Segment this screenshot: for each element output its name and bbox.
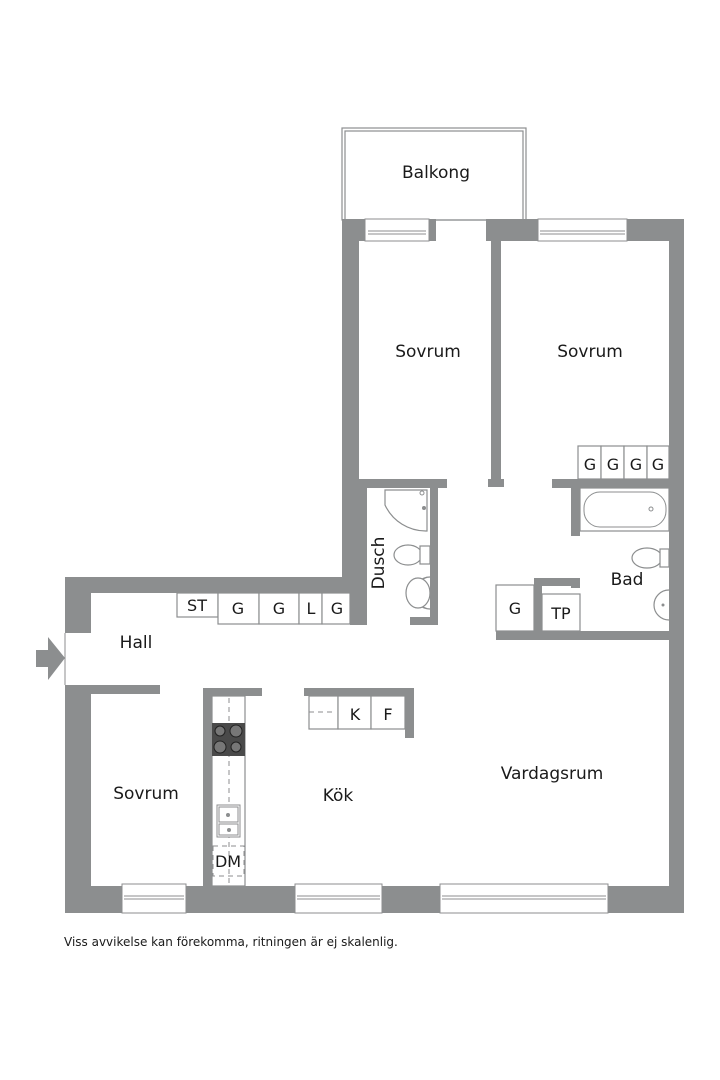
wardrobe-label: G (652, 455, 664, 474)
room-label-dusch: Dusch (369, 537, 389, 590)
bathtub-icon (579, 487, 670, 532)
kitchen-units (308, 695, 406, 730)
room-label-sovrum-1: Sovrum (395, 342, 461, 362)
hall-storage-label: G (273, 599, 285, 618)
wardrobe-label: G (607, 455, 619, 474)
windows (121, 218, 628, 914)
room-label-balkong: Balkong (402, 163, 470, 183)
bad-toilet-icon (631, 547, 670, 569)
room-label-sovrum-2: Sovrum (557, 342, 623, 362)
hall-storage-label: G (331, 599, 343, 618)
hall-storage-label: L (307, 599, 316, 618)
kitchen-unit-label: K (350, 705, 361, 724)
bad-sink-icon (653, 589, 670, 621)
bad-storage-label: G (509, 599, 521, 618)
bad-storage-label: TP (550, 604, 571, 623)
dusch-sink-icon (405, 576, 431, 610)
hall-storage (176, 592, 351, 625)
kitchen-sink-icon (216, 804, 241, 838)
disclaimer-note: Viss avvikelse kan förekomma, ritningen … (64, 935, 398, 949)
hall-storage-label: ST (187, 596, 207, 615)
room-label-kok: Kök (323, 786, 354, 806)
room-label-hall: Hall (120, 633, 153, 653)
wardrobe-label: G (630, 455, 642, 474)
dishwasher-label: DM (215, 852, 241, 871)
bad-storage (495, 584, 581, 632)
hall-storage-label: G (232, 599, 244, 618)
kitchen-unit-label: F (383, 705, 392, 724)
shower-icon (384, 489, 428, 532)
bedroom-wardrobes (577, 445, 670, 480)
room-label-sovrum-3: Sovrum (113, 784, 179, 804)
stove-icon (212, 723, 245, 756)
wardrobe-label: G (584, 455, 596, 474)
room-label-vardagsrum: Vardagsrum (501, 764, 604, 784)
dusch-toilet-icon (393, 544, 431, 566)
dishwasher (212, 845, 245, 877)
entrance-arrow-icon (36, 637, 65, 680)
room-label-bad: Bad (611, 570, 644, 590)
